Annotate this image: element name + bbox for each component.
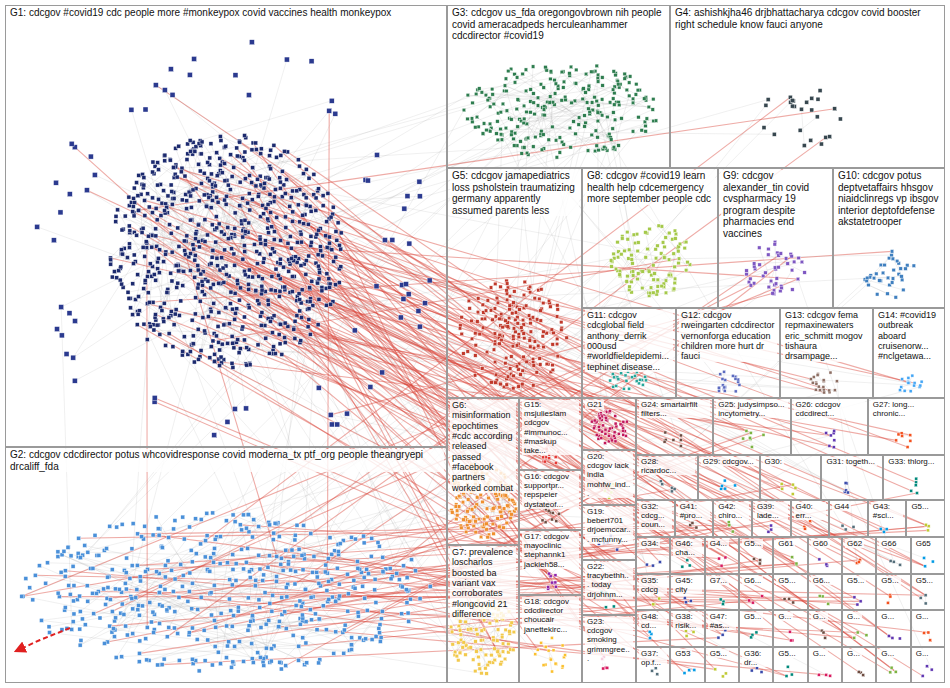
canvas: G1: cdcgov #covid19 cdc people more #mon…	[0, 0, 950, 688]
